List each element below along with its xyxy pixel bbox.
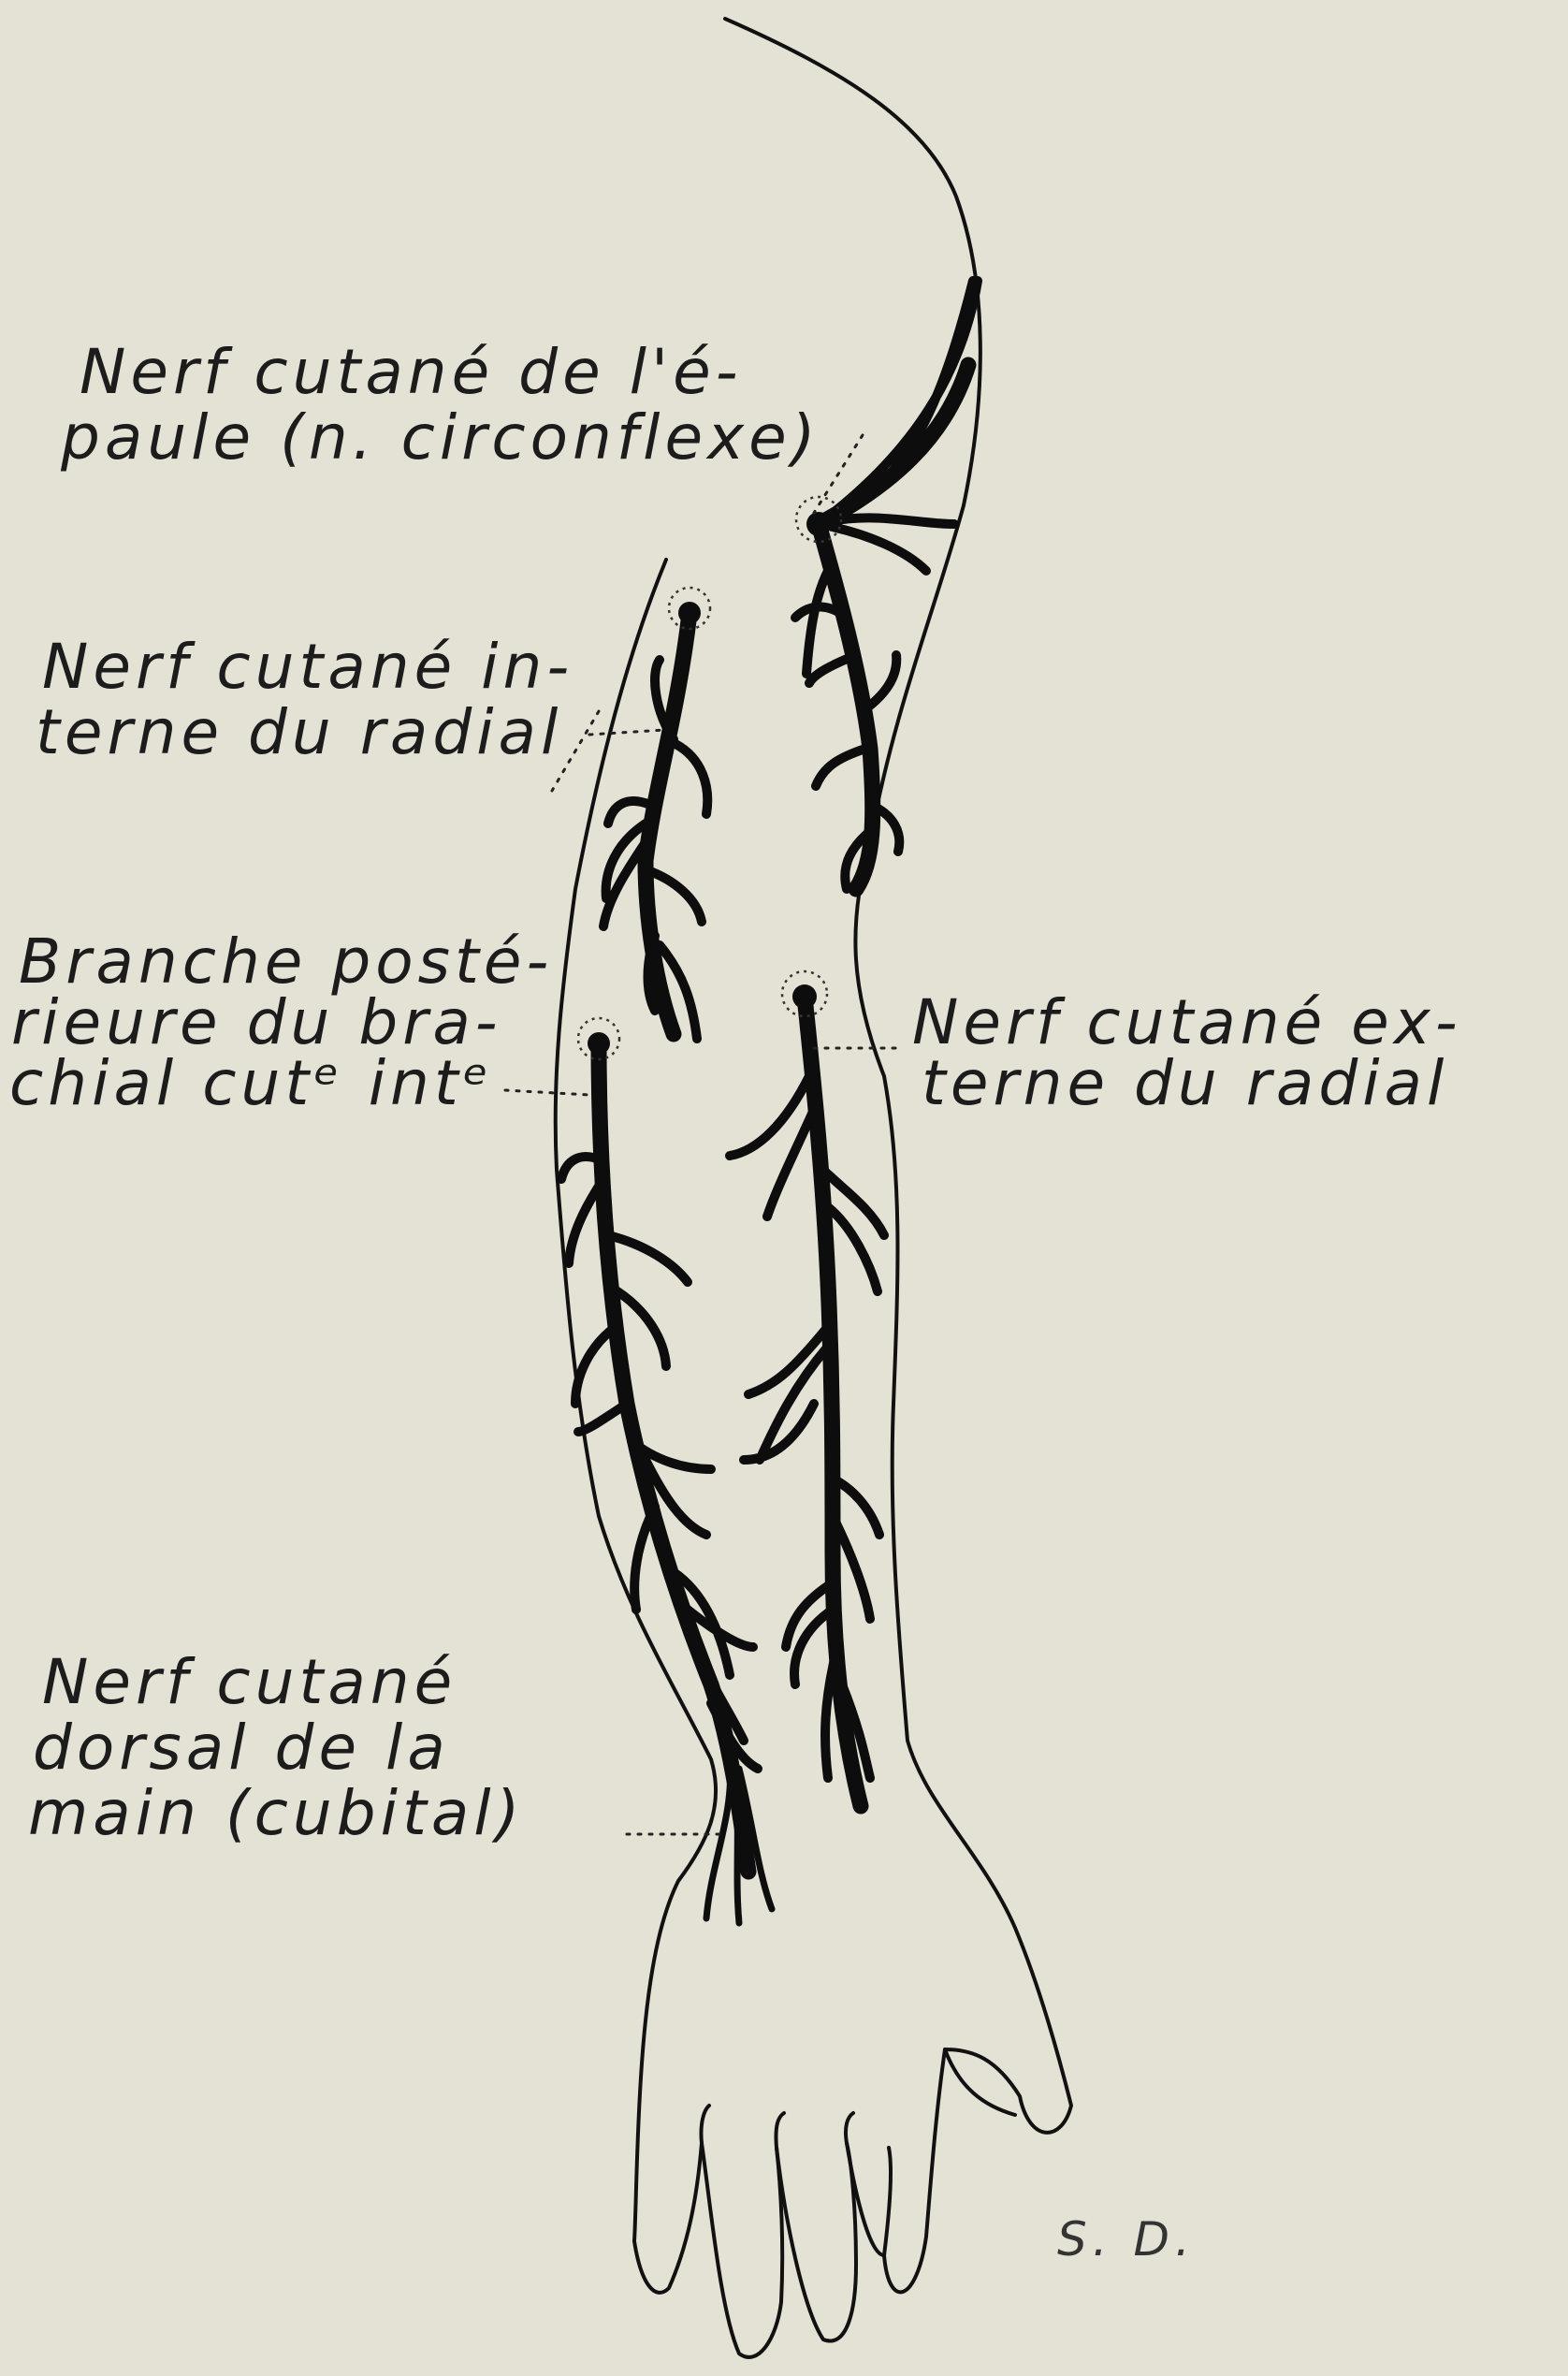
- finger-outline-middle: [702, 2143, 782, 2357]
- ext-radial-origin: [792, 984, 817, 1009]
- brachial-trunk: [599, 1043, 748, 1872]
- label-shoulder-line-2: paule (n. circonflexe): [60, 401, 820, 474]
- int-radial-origin: [678, 602, 701, 624]
- label-int-radial-line-2: terne du radial: [36, 696, 562, 768]
- label-dorsal-line-3: main (cubital): [28, 1777, 524, 1849]
- thumb-outline: [945, 2049, 1015, 2115]
- label-dorsal-nerve: Nerf cutané dorsal de la main (cubital): [28, 1646, 524, 1849]
- label-dorsal-line-2: dorsal de la: [33, 1712, 450, 1784]
- ext-radial-nerve: [730, 971, 884, 1806]
- label-shoulder-nerve: Nerf cutané de l'é- paule (n. circonflex…: [60, 336, 820, 474]
- finger-outline-ring: [777, 2143, 856, 2341]
- label-brachial-line-3: chial cutᵉ intᵉ: [9, 1047, 493, 1119]
- int-radial-nerve: [603, 588, 710, 1039]
- label-int-radial-nerve: Nerf cutané in- terne du radial: [36, 631, 573, 768]
- label-ext-radial-nerve: Nerf cutané ex- terne du radial: [912, 986, 1462, 1119]
- shoulder-nerve: [795, 281, 978, 889]
- arm-back-contour: [725, 19, 1071, 2292]
- brachial-origin: [588, 1032, 610, 1055]
- shoulder-nerve-branch: [819, 281, 978, 571]
- shoulder-nerve-twigs: [795, 571, 899, 889]
- artist-signature: S. D.: [1057, 2212, 1196, 2267]
- finger-outline-index: [634, 2143, 702, 2293]
- label-dorsal-line-1: Nerf cutané: [42, 1646, 457, 1718]
- finger-crease-lines: [701, 2106, 853, 2148]
- label-shoulder-line-1: Nerf cutané de l'é-: [80, 336, 743, 408]
- label-int-radial-line-1: Nerf cutané in-: [42, 631, 573, 703]
- shoulder-nerve-origin: [806, 512, 831, 536]
- brachial-branches: [561, 1157, 758, 1769]
- label-brachial-nerve: Branche posté- rieure du bra- chial cutᵉ…: [9, 926, 553, 1119]
- label-ext-radial-line-2: terne du radial: [922, 1047, 1448, 1119]
- ext-radial-branches: [730, 1076, 884, 1778]
- leader-brachial: [505, 1090, 589, 1095]
- leader-int-radial: [552, 711, 664, 791]
